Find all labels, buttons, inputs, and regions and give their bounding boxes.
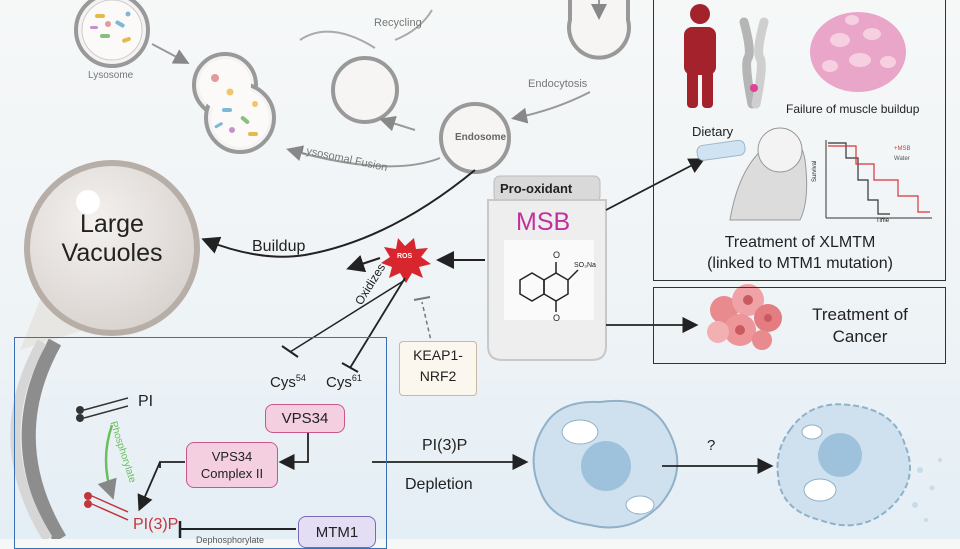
- arrow-endosome-to-recycling: [379, 115, 416, 132]
- pi3p-depletion-top-label: PI(3)P: [422, 437, 468, 454]
- survival-plot: [825, 140, 932, 219]
- cys61-label: Cys61: [326, 373, 362, 391]
- ros-burst: [381, 238, 431, 283]
- arrow-lysosome-to-fusion: [151, 43, 190, 64]
- keap1-nrf2-box: KEAP1- NRF2: [399, 341, 477, 396]
- xlmtm-panel: [653, 0, 946, 281]
- arrow-vps34-to-complex: [278, 430, 309, 471]
- recycling-label: Recycling: [374, 17, 422, 29]
- dying-cell: [776, 403, 942, 527]
- mtm1-box: MTM1: [298, 516, 376, 548]
- msb-name-label: MSB: [516, 208, 571, 236]
- cancer-panel: [653, 287, 946, 364]
- large-vacuoles-label: Large Vacuoles: [61, 210, 163, 267]
- msb-so3na-label: SO₃Na: [574, 262, 596, 269]
- vps34-box: VPS34: [265, 404, 345, 433]
- person-drinking-icon: [696, 127, 808, 221]
- chromosome-icon: [739, 17, 769, 109]
- muscle-tissue-icon: [810, 12, 906, 92]
- legend-msb: +MSB: [894, 146, 911, 152]
- unknown-question-label: ?: [707, 437, 716, 454]
- arrow-ros-to-buildup: [346, 255, 381, 273]
- arrow-lysosomal-fusion: [286, 145, 441, 168]
- xlmtm-treatment-label: Treatment of XLMTM (linked to MTM1 mutat…: [707, 234, 893, 272]
- msb-structure-icon: [519, 262, 579, 312]
- cys61-inhibit-bar: [341, 362, 359, 373]
- endosome-label: Endosome: [455, 132, 507, 143]
- lysosome-label: Lysosome: [88, 70, 134, 81]
- cancer-treatment-label: Treatment of Cancer: [812, 305, 908, 346]
- msb-header-label: Pro-oxidant: [500, 181, 573, 196]
- dietary-label: Dietary: [692, 124, 734, 139]
- cancer-cells-icon: [707, 284, 782, 350]
- arrow-buildup: [201, 169, 476, 258]
- membrane-curve: [10, 338, 66, 539]
- dephosphorylate-label: Dephosphorylate: [196, 535, 265, 545]
- ros-oxidizes-line: [349, 277, 406, 369]
- pi-label: PI: [138, 393, 154, 410]
- human-figure-icon: [684, 4, 716, 108]
- muscle-failure-label: Failure of muscle buildup: [786, 102, 920, 116]
- recycling-arrow-top: [394, 9, 433, 41]
- buildup-label: Buildup: [252, 238, 306, 255]
- survival-axis-label: Survival: [812, 160, 818, 182]
- endocytosis-vesicle: [567, 0, 631, 60]
- recycling-vesicle: [331, 56, 399, 124]
- cys54-inhibit-bar: [281, 345, 299, 358]
- endosome-vesicle: [439, 102, 511, 174]
- arrow-endocytosis-to-endosome: [511, 91, 591, 124]
- msb-jar: [487, 175, 607, 361]
- pi-lipid-icon: [76, 397, 129, 422]
- vps34-complex-box: VPS34 Complex II: [186, 442, 278, 488]
- cell-with-vacuoles: [532, 399, 679, 529]
- legend-water: Water: [894, 156, 910, 162]
- time-axis-label: Time: [876, 218, 890, 224]
- arrow-complex-to-pi3p: [137, 461, 161, 512]
- svg-text:O: O: [553, 250, 560, 260]
- fused-vesicle: [192, 52, 276, 154]
- lysosome-vesicle: [74, 0, 150, 68]
- arrow-msb-to-xlmtm: [605, 158, 706, 211]
- endocytosis-label: Endocytosis: [528, 78, 588, 90]
- cys54-label: Cys54: [270, 373, 306, 391]
- svg-text:O: O: [553, 313, 560, 323]
- pi3p-inset-label: PI(3)P: [133, 516, 179, 533]
- ros-label: ROS: [397, 253, 413, 260]
- depletion-label: Depletion: [405, 476, 473, 493]
- pi3p-lipid-icon: [84, 492, 129, 521]
- keap-inhibition-line: [421, 301, 433, 346]
- arrow-phosphorylate: [97, 424, 117, 500]
